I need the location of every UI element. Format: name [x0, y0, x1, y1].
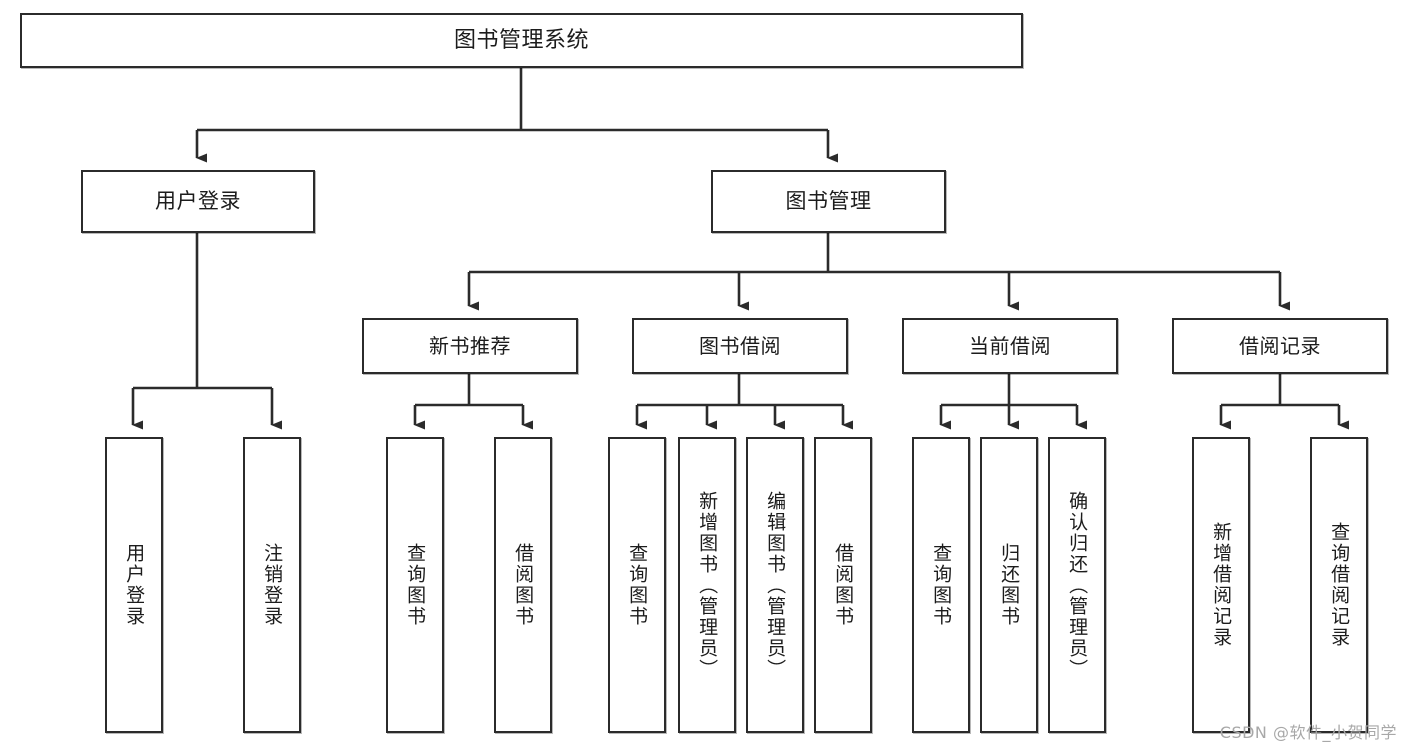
leaf-current-borrow-query-book[interactable]: 查询图书 [912, 437, 970, 733]
node-book-borrow[interactable]: 图书借阅 [632, 318, 848, 374]
watermark: CSDN @软件_小贺同学 [1219, 723, 1397, 742]
node-label: 借阅图书 [512, 543, 535, 627]
node-label: 编辑图书（管理员） [764, 490, 787, 680]
node-book-management[interactable]: 图书管理 [711, 170, 946, 233]
leaf-user-login-login[interactable]: 用户登录 [105, 437, 163, 733]
leaf-book-borrow-add-book-admin[interactable]: 新增图书（管理员） [678, 437, 736, 733]
leaf-current-borrow-return-book[interactable]: 归还图书 [980, 437, 1038, 733]
node-label: 确认归还（管理员） [1066, 490, 1089, 680]
node-user-login[interactable]: 用户登录 [81, 170, 315, 233]
leaf-user-login-logout[interactable]: 注销登录 [243, 437, 301, 733]
node-label: 图书管理 [785, 189, 872, 214]
node-current-borrow[interactable]: 当前借阅 [902, 318, 1118, 374]
node-label: 当前借阅 [969, 333, 1051, 358]
node-label: 借阅图书 [832, 543, 855, 627]
node-label: 用户登录 [123, 543, 146, 627]
leaf-new-book-query-book[interactable]: 查询图书 [386, 437, 444, 733]
leaf-current-borrow-confirm-return-admin[interactable]: 确认归还（管理员） [1048, 437, 1106, 733]
node-new-book-recommend[interactable]: 新书推荐 [362, 318, 578, 374]
node-label: 查询图书 [404, 543, 427, 627]
node-label: 图书管理系统 [453, 27, 589, 53]
leaf-new-book-borrow-book[interactable]: 借阅图书 [494, 437, 552, 733]
leaf-book-borrow-edit-book-admin[interactable]: 编辑图书（管理员） [746, 437, 804, 733]
node-label: 归还图书 [998, 543, 1021, 627]
node-label: 新书推荐 [429, 333, 511, 358]
node-borrow-record[interactable]: 借阅记录 [1172, 318, 1388, 374]
node-label: 用户登录 [155, 189, 241, 214]
node-label: 查询图书 [626, 543, 649, 627]
node-label: 新增借阅记录 [1210, 522, 1233, 648]
leaf-book-borrow-borrow-book[interactable]: 借阅图书 [814, 437, 872, 733]
leaf-borrow-record-add-record[interactable]: 新增借阅记录 [1192, 437, 1250, 733]
node-root-book-management-system[interactable]: 图书管理系统 [20, 13, 1023, 68]
node-label: 查询借阅记录 [1328, 522, 1351, 648]
node-label: 新增图书（管理员） [696, 490, 719, 680]
node-label: 借阅记录 [1239, 333, 1321, 358]
node-label: 注销登录 [261, 543, 284, 627]
node-label: 图书借阅 [699, 333, 781, 358]
node-label: 查询图书 [930, 543, 953, 627]
leaf-book-borrow-query-book[interactable]: 查询图书 [608, 437, 666, 733]
leaf-borrow-record-query-record[interactable]: 查询借阅记录 [1310, 437, 1368, 733]
